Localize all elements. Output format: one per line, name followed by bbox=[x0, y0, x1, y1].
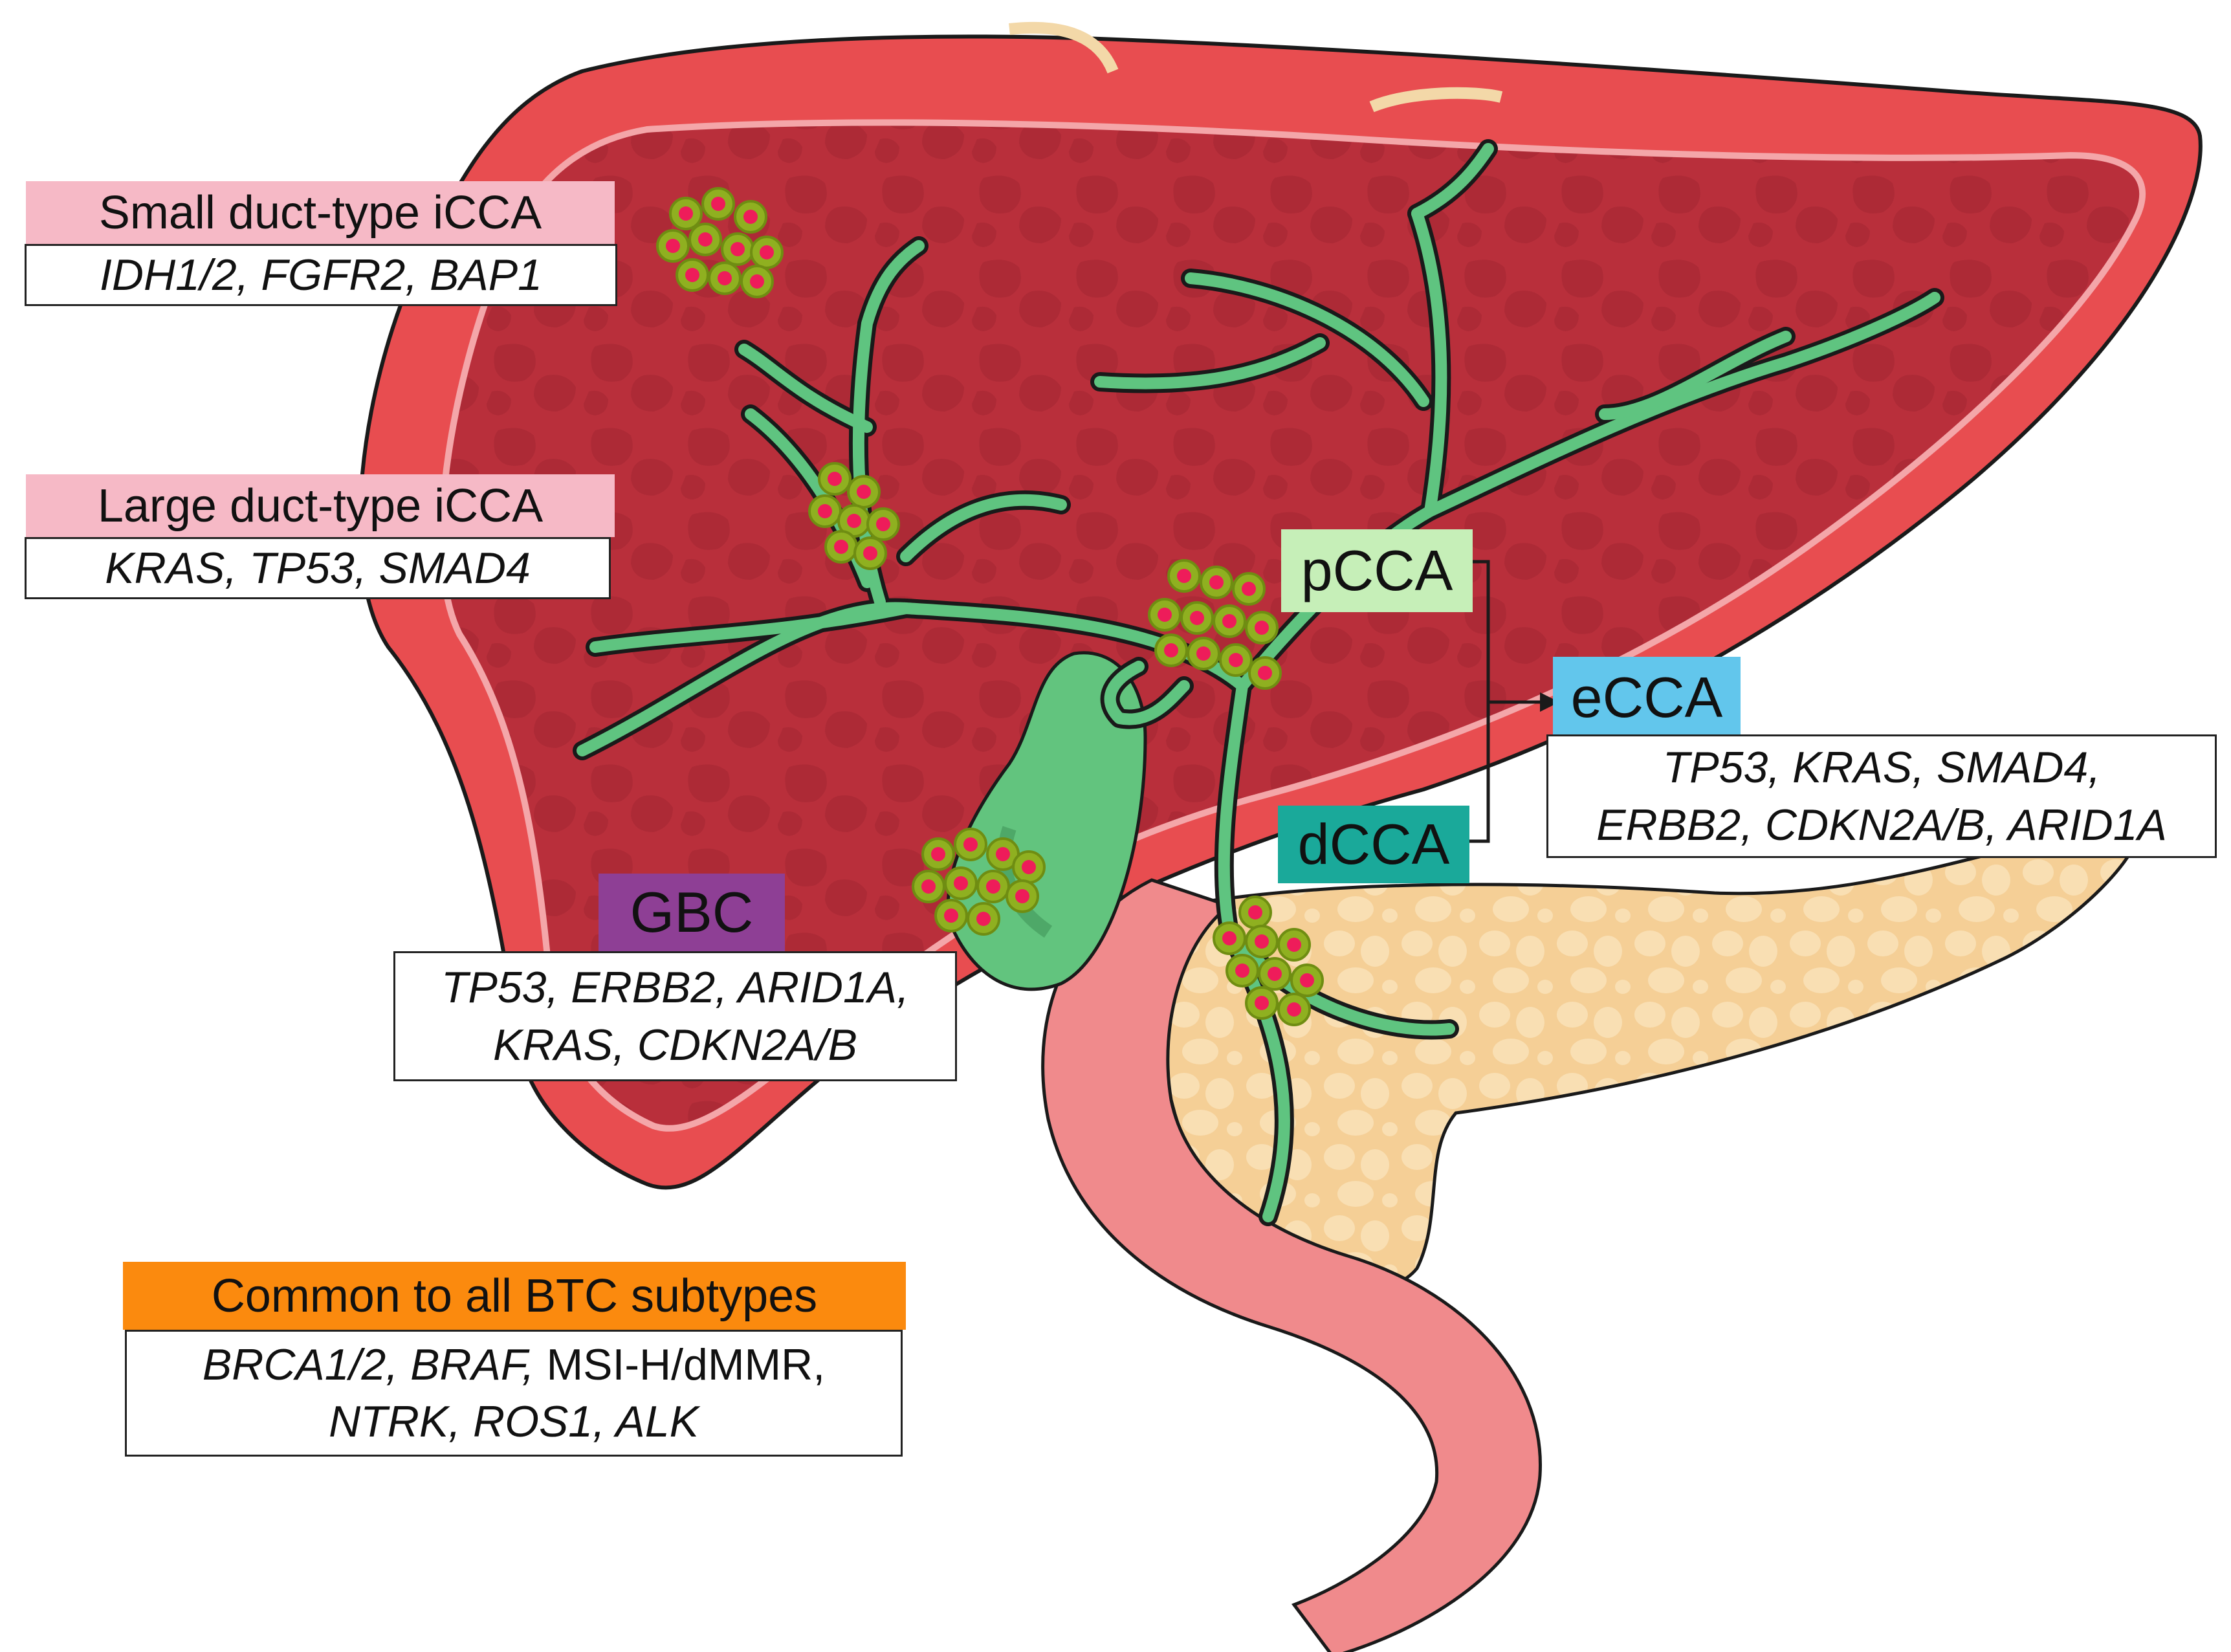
common-btc-title: Common to all BTC subtypes bbox=[123, 1262, 906, 1330]
gbc-genes: TP53, ERBB2, ARID1A, KRAS, CDKN2A/B bbox=[393, 951, 957, 1081]
gbc-label: GBC bbox=[599, 874, 785, 951]
small-duct-icca-title: Small duct-type iCCA bbox=[26, 181, 615, 244]
large-duct-icca-title: Large duct-type iCCA bbox=[26, 474, 615, 537]
small-duct-icca-genes: IDH1/2, FGFR2, BAP1 bbox=[25, 244, 617, 306]
duodenum bbox=[1041, 878, 1542, 1652]
dcca-label: dCCA bbox=[1278, 806, 1469, 883]
large-duct-icca-genes: KRAS, TP53, SMAD4 bbox=[25, 537, 611, 599]
gbc-genes-line2: KRAS, CDKN2A/B bbox=[492, 1020, 858, 1070]
ecca-genes-line1: TP53, KRAS, SMAD4, bbox=[1662, 743, 2101, 793]
pcca-label: pCCA bbox=[1281, 529, 1473, 612]
small-duct-icca-genes-text: IDH1/2, FGFR2, BAP1 bbox=[100, 250, 542, 300]
common-btc-genes-plain: MSI-H/dMMR, bbox=[534, 1339, 826, 1389]
pancreas bbox=[1160, 820, 2140, 1292]
gallbladder bbox=[947, 651, 1147, 991]
bracket-arrow-head bbox=[1540, 692, 1559, 712]
large-duct-icca-genes-text: KRAS, TP53, SMAD4 bbox=[105, 543, 531, 593]
common-btc-genes-line1: BRCA1/2, BRAF, MSI-H/dMMR, bbox=[203, 1336, 825, 1393]
common-btc-genes-line2: NTRK, ROS1, ALK bbox=[329, 1397, 699, 1446]
ecca-genes: TP53, KRAS, SMAD4, ERBB2, CDKN2A/B, ARID… bbox=[1546, 734, 2217, 858]
bile-duct-tree bbox=[573, 139, 1944, 1226]
common-btc-genes: BRCA1/2, BRAF, MSI-H/dMMR, NTRK, ROS1, A… bbox=[125, 1330, 903, 1457]
common-btc-genes-italic: BRCA1/2, BRAF, bbox=[202, 1339, 534, 1389]
bracket-arrow-icon bbox=[1469, 560, 1540, 843]
ecca-genes-line2: ERBB2, CDKN2A/B, ARID1A bbox=[1596, 800, 2167, 850]
gbc-genes-line1: TP53, ERBB2, ARID1A, bbox=[441, 963, 910, 1013]
ecca-label: eCCA bbox=[1553, 657, 1741, 738]
